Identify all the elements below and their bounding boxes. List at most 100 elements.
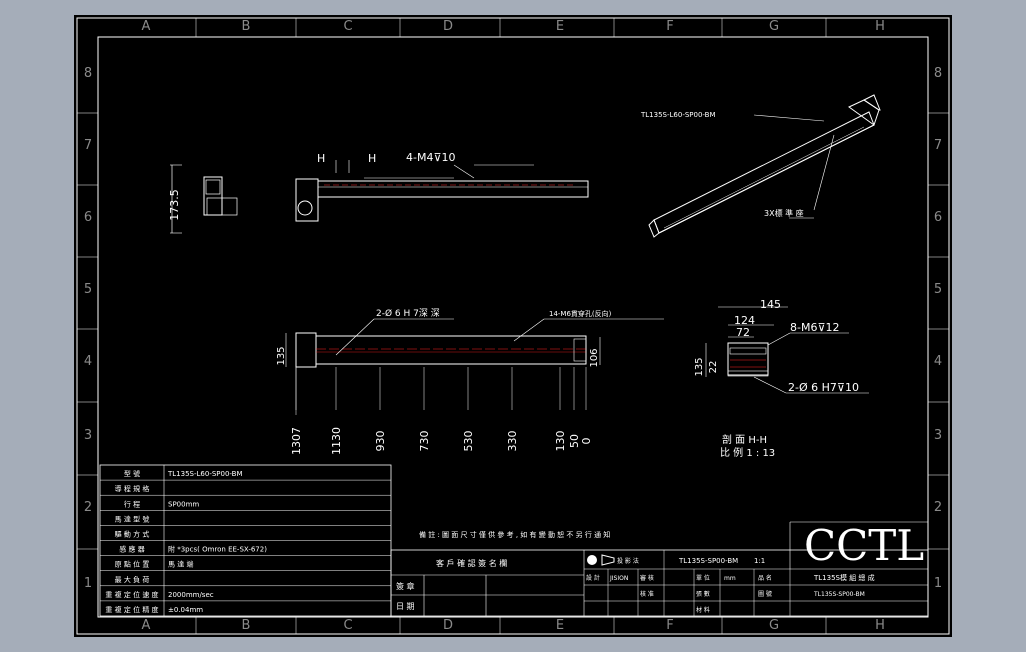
spec-value: TL135S-L60-SP00-BM [167,470,243,478]
station-label: 0 [580,438,593,445]
spec-value: 2000mm/sec [168,591,214,599]
units-value: mm [724,575,736,582]
drawing-no-label: 圖 號 [758,590,772,598]
spec-value: ±0.04mm [168,606,203,614]
part-name: TL135S模 組 總 成 [813,573,875,582]
plan-hole-note: 14-M6貫穿孔(反向) [549,309,612,318]
section-height-2: 22 [708,361,719,374]
zone-col-B: B [242,618,251,633]
spec-label: 最 大 負 荷 [115,575,150,584]
company-logo: CCTL [804,521,924,570]
spec-label: 導 程 規 格 [115,484,150,493]
zone-row-4: 4 [934,354,942,369]
plan-height-left: 135 [276,346,287,365]
section-pin-note: 2-Ø 6 H7⊽10 [788,381,859,394]
zone-row-3: 3 [84,428,92,443]
isometric-view: TL135S-L60-SP00-BM 3X標 準 座 [640,94,881,238]
end-view: 173.5 [168,164,238,234]
tap-note-top: 4-M4⊽10 [406,151,456,164]
zone-ticks [77,18,949,634]
units-label: 單 位 [696,574,710,582]
zone-col-D: D [443,618,453,633]
section-mark-right: H [368,152,376,165]
station-label: 730 [418,431,431,452]
scale-value: 1:1 [754,557,765,565]
zone-row-6: 6 [84,210,92,225]
sign-label: 簽 章 [396,581,415,591]
approver-label: 核 准 [640,590,654,598]
iso-callout: 3X標 準 座 [764,208,804,218]
zone-col-D: D [443,19,453,34]
section-mark-left: H [317,152,325,165]
zone-col-C: C [343,19,352,34]
projection-label: 投 影 法 [617,557,639,565]
zone-row-2: 2 [934,500,942,515]
sheet-label: 張 數 [696,590,710,598]
checker-label: 審 核 [640,574,654,582]
zone-col-F: F [666,19,673,34]
zone-col-H: H [875,618,885,633]
zone-col-A: A [142,19,151,34]
spec-label: 驅 動 方 式 [115,530,150,539]
spec-label: 型 號 [124,469,140,478]
zone-col-G: G [769,618,779,633]
projection-cone-icon [601,554,615,566]
zone-col-H: H [875,19,885,34]
zone-row-8: 8 [934,66,942,81]
section-title: 剖 面 H-H [722,433,767,446]
zone-col-C: C [343,618,352,633]
spec-label: 感 應 器 [119,545,144,554]
section-width-2: 124 [734,314,755,327]
zone-row-2: 2 [84,500,92,515]
zone-col-A: A [142,618,151,633]
designer-label: 設 計 [586,574,600,582]
end-view-height: 173.5 [168,189,181,221]
drawing-note: 備 註 : 圖 面 尺 寸 僅 供 參 考 , 如 有 變 動 恕 不 另 行 … [419,530,610,539]
inner-border [97,36,929,618]
station-label: 1307 [290,427,303,455]
plan-height-right: 106 [589,348,600,367]
outer-border [76,17,950,635]
zone-row-7: 7 [934,138,942,153]
zone-col-E: E [556,618,564,633]
spec-value: SP00mm [168,500,199,508]
section-height-1: 135 [694,357,705,376]
drawing-number-2: TL135S-SP00-BM [813,591,865,598]
projection-circle-icon [587,555,597,565]
zone-row-3: 3 [934,428,942,443]
title-block: 客 戶 確 認 簽 名 欄 簽 章 日 期 投 影 法 TL135S-SP00-… [390,521,929,617]
zone-row-6: 6 [934,210,942,225]
plan-pin-note: 2-Ø 6 H 7深 深 [376,308,440,319]
zone-col-G: G [769,19,779,34]
spec-value: 馬 達 端 [168,560,193,569]
station-label: 330 [506,431,519,452]
station-label: 530 [462,431,475,452]
section-view: 145 124 72 8-M6⊽12 2-Ø 6 H7⊽10 135 22 剖 … [694,298,869,459]
designer-name: JISION [609,575,628,582]
zone-row-8: 8 [84,66,92,81]
section-width-1: 145 [760,298,781,311]
section-scale: 比 例 1 : 13 [720,446,775,459]
spec-label: 原 點 位 置 [115,560,150,569]
zone-col-B: B [242,19,251,34]
drawing-number: TL135S-SP00-BM [678,557,738,565]
approval-header: 客 戶 確 認 簽 名 欄 [436,558,507,568]
section-tap-note: 8-M6⊽12 [790,321,840,334]
spec-label: 行 程 [124,499,140,508]
zone-row-5: 5 [934,282,942,297]
zone-row-4: 4 [84,354,92,369]
part-name-label: 品 名 [758,574,772,582]
station-label: 930 [374,431,387,452]
material-label: 材 料 [696,606,710,614]
zone-row-1: 1 [84,576,92,591]
spec-value: 附 *3pcs( Omron EE-SX-672) [168,545,267,554]
section-width-3: 72 [736,326,750,339]
station-label: 50 [568,434,581,448]
iso-part-label: TL135S-L60-SP00-BM [640,111,716,119]
